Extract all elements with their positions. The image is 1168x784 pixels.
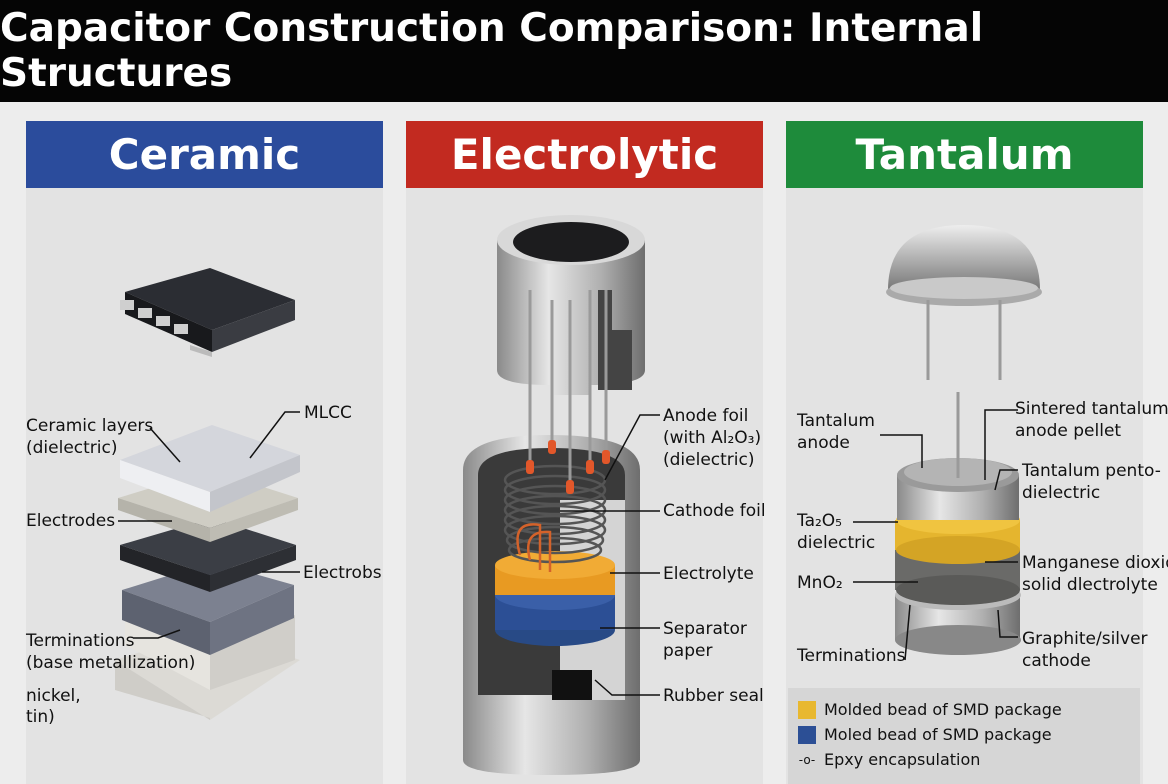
tantalum-leader-lines xyxy=(853,409,1018,661)
label: Sintered tantalum xyxy=(1015,399,1168,419)
blue-square-icon xyxy=(798,725,816,744)
label: (dielectric) xyxy=(663,450,755,470)
label: tin) xyxy=(26,707,55,727)
legend-item: -o- Epxy encapsulation xyxy=(798,750,981,769)
label: Ceramic layers xyxy=(26,416,154,436)
electrolytic-leader-lines xyxy=(560,414,660,696)
label: Ta₂O₅ xyxy=(797,511,842,531)
label: nickel, xyxy=(26,686,81,706)
label: Graphite/silver xyxy=(1022,629,1148,649)
legend-label: Molded bead of SMD package xyxy=(824,700,1062,719)
label: Cathode foil xyxy=(663,501,766,521)
legend-item: Moled bead of SMD package xyxy=(798,725,1052,744)
panel-ceramic: Ceramic xyxy=(26,121,383,784)
label: Tantalum xyxy=(797,411,875,431)
lead-symbol-icon: -o- xyxy=(798,752,816,767)
panel-heading: Tantalum xyxy=(786,121,1143,188)
label: dielectric xyxy=(1022,483,1101,503)
label: Anode foil xyxy=(663,406,749,426)
label: Tantalum pento- xyxy=(1022,461,1161,481)
legend: Molded bead of SMD package Moled bead of… xyxy=(788,688,1140,784)
label: anode pellet xyxy=(1015,421,1122,441)
label: anode xyxy=(797,433,850,453)
label: Electrolyte xyxy=(663,564,754,584)
label: Electrobs xyxy=(303,563,382,583)
label: solid dlectrolyte xyxy=(1022,575,1158,595)
label: (with Al₂O₃) xyxy=(663,428,762,448)
label: Terminations xyxy=(797,646,906,666)
yellow-square-icon xyxy=(798,700,816,719)
label: Separator xyxy=(663,619,747,639)
ceramic-leader-lines xyxy=(118,411,300,639)
mlcc-layer-stack xyxy=(115,425,300,720)
legend-item: Molded bead of SMD package xyxy=(798,700,1062,719)
panel-heading: Electrolytic xyxy=(406,121,763,188)
label: Manganese dioxide xyxy=(1022,553,1168,573)
label: cathode xyxy=(1022,651,1091,671)
tantalum-capacitor xyxy=(886,225,1042,655)
label: Electrodes xyxy=(26,511,116,531)
electrolytic-capacitor xyxy=(463,215,645,775)
panel-heading: Ceramic xyxy=(26,121,383,188)
legend-label: Epxy encapsulation xyxy=(824,750,981,769)
label: paper xyxy=(663,641,713,661)
label: (base metallization) xyxy=(26,653,196,673)
legend-label: Moled bead of SMD package xyxy=(824,725,1052,744)
label: Terminations xyxy=(26,631,135,651)
page-title: Capacitor Construction Comparison: Inter… xyxy=(0,0,1168,102)
label: MnO₂ xyxy=(797,573,843,593)
label: dielectric xyxy=(797,533,876,553)
label: Rubber seal xyxy=(663,686,764,706)
label: (dielectric) xyxy=(26,438,118,458)
smd-chip xyxy=(120,268,295,357)
label: MLCC xyxy=(304,403,352,423)
